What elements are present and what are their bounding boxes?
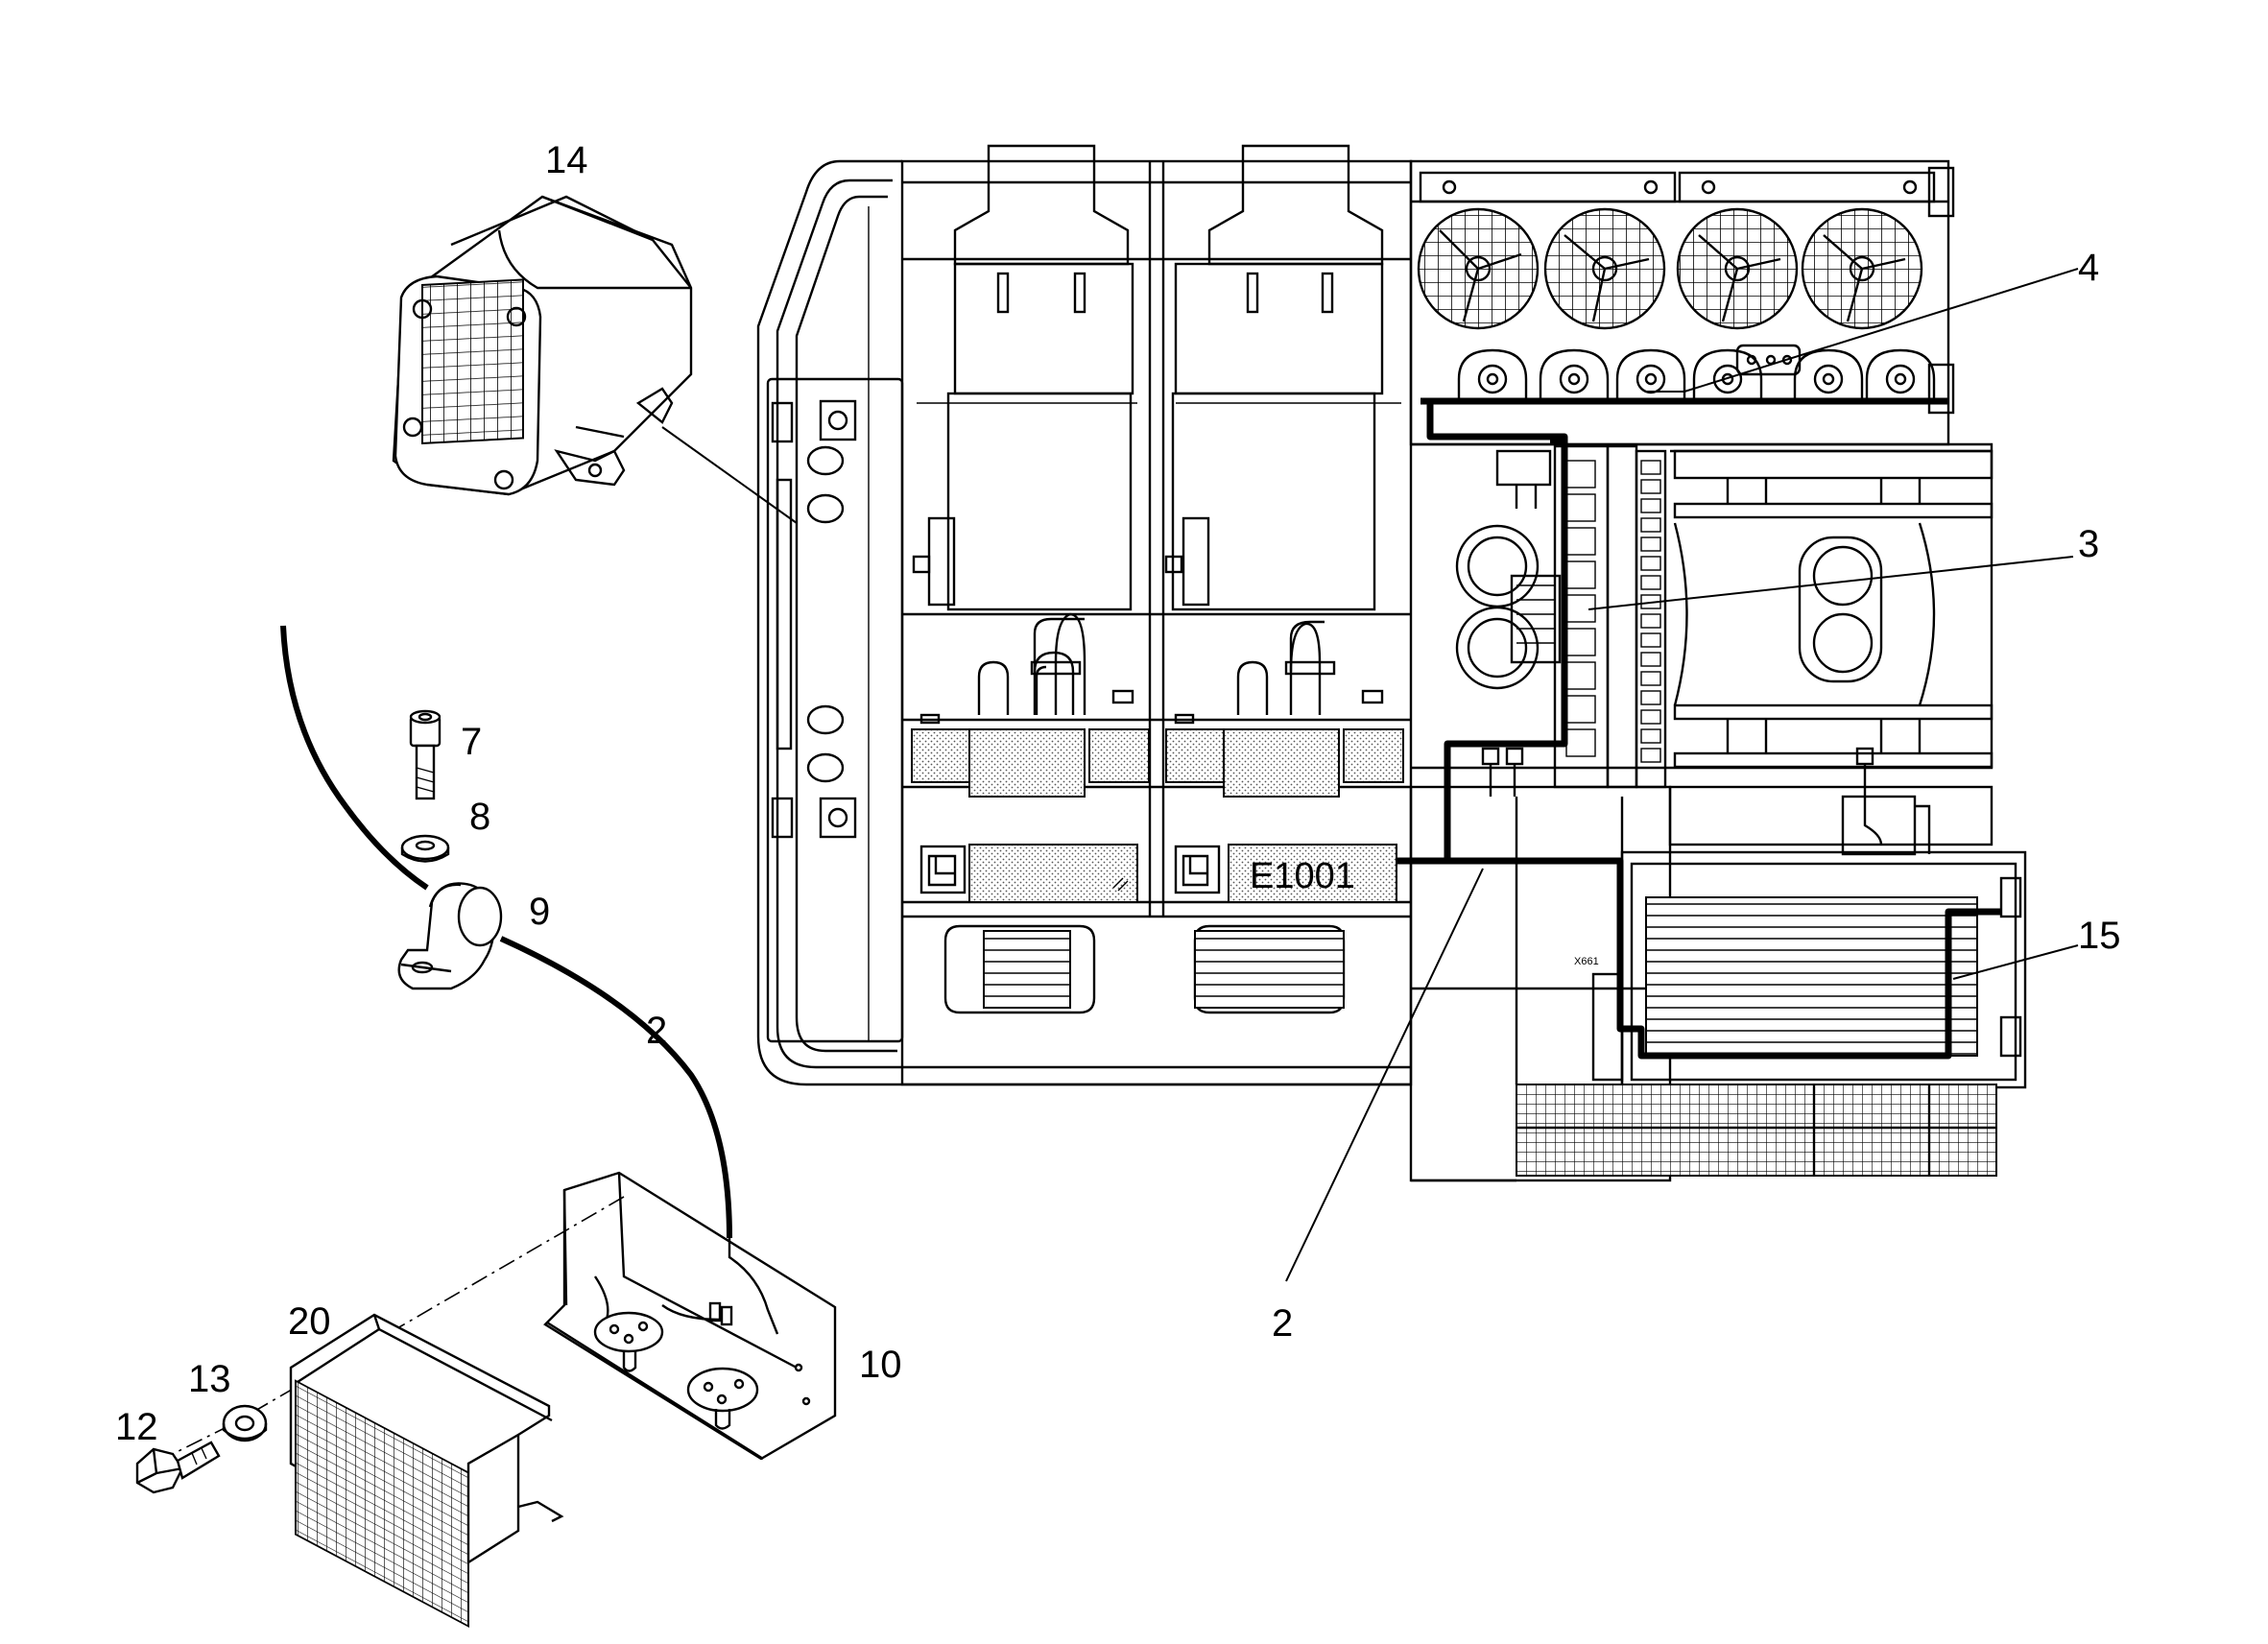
part-9-clamp xyxy=(397,882,503,990)
part-14-blower-unit xyxy=(392,195,693,496)
lower-right-section: X661 xyxy=(1409,785,2027,1182)
cable-routes xyxy=(1397,397,2001,1060)
fan-motor-row xyxy=(1457,344,1936,405)
leader-lines xyxy=(661,268,2079,1282)
part-13-washer xyxy=(222,1404,268,1442)
callout-8: 8 xyxy=(469,796,490,838)
callout-2-cable: 2 xyxy=(646,1010,667,1052)
heater-tag-label: E1001 xyxy=(1250,856,1355,896)
part-7-screw xyxy=(409,709,442,800)
part-10-bracket xyxy=(543,1171,837,1461)
part-20-cover xyxy=(289,1313,564,1629)
terminal-block-column xyxy=(1455,444,1883,846)
cabinet-housing: E1001 xyxy=(756,144,1413,1086)
part-8-washer xyxy=(400,834,450,863)
callout-3: 3 xyxy=(2078,523,2099,565)
callout-20: 20 xyxy=(288,1300,331,1343)
callout-14: 14 xyxy=(545,139,588,181)
cable-2-loose xyxy=(280,625,732,1239)
callout-9: 9 xyxy=(529,891,550,933)
callout-10: 10 xyxy=(859,1344,902,1386)
callout-13: 13 xyxy=(188,1358,231,1400)
callout-15: 15 xyxy=(2078,915,2121,957)
part-12-bolt xyxy=(135,1441,221,1494)
callout-12: 12 xyxy=(115,1406,158,1448)
callout-numbers: 14 4 3 7 8 9 2 15 2 20 13 10 12 xyxy=(115,139,2121,1448)
callout-4: 4 xyxy=(2078,247,2099,289)
terminal-tag-label: X661 xyxy=(1574,956,1599,967)
callout-7: 7 xyxy=(461,721,482,763)
callout-2-route: 2 xyxy=(1272,1302,1293,1345)
assembly-line xyxy=(229,1196,625,1426)
fan-section xyxy=(1409,159,1993,770)
